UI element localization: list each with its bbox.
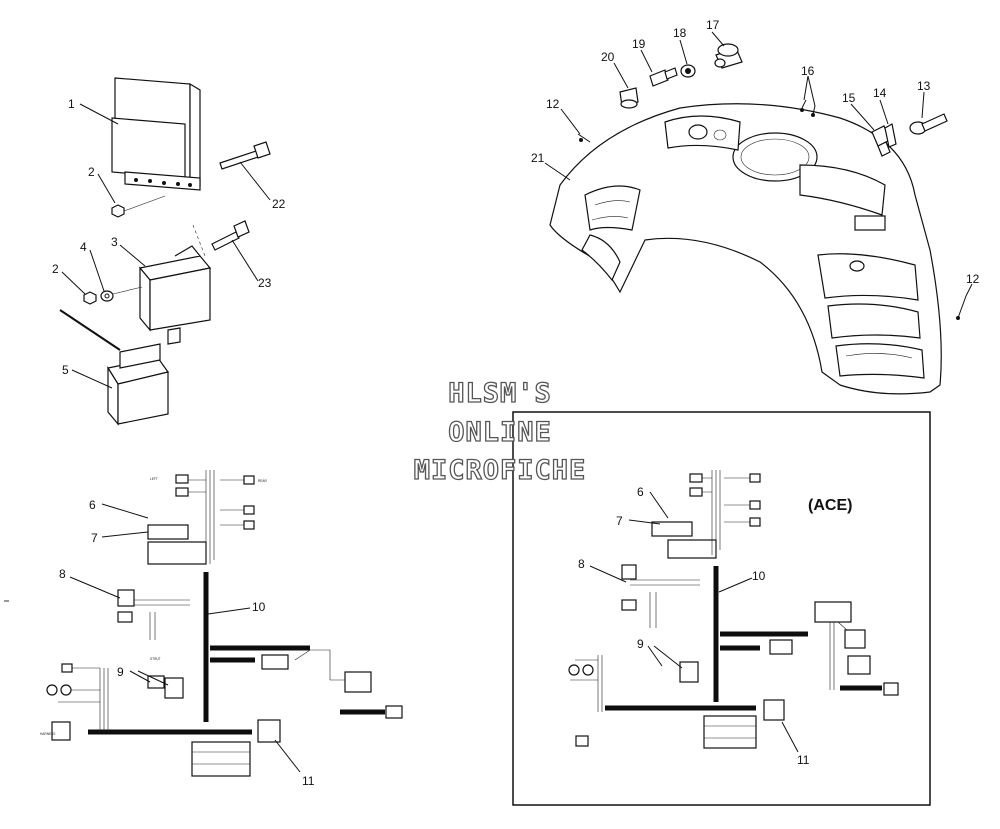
callout-8-left: 8 bbox=[59, 567, 66, 581]
svg-text:HARNESS: HARNESS bbox=[40, 732, 55, 736]
callout-13: 13 bbox=[917, 79, 931, 93]
part-16-screws bbox=[800, 99, 816, 117]
svg-text:LEFT: LEFT bbox=[150, 477, 158, 481]
callout-22: 22 bbox=[272, 197, 286, 211]
part-2-nut-upper bbox=[111, 204, 125, 218]
callout-10-left: 10 bbox=[252, 600, 266, 614]
watermark: HLSM'S ONLINE MICROFICHE bbox=[413, 377, 587, 486]
part-14-knob bbox=[884, 123, 897, 148]
svg-text:STRUT: STRUT bbox=[150, 657, 161, 661]
callout-11-left: 11 bbox=[302, 774, 315, 788]
part-19-key bbox=[649, 67, 678, 87]
callout-16: 16 bbox=[801, 64, 815, 78]
part-23-bolt bbox=[192, 220, 250, 257]
cdi-module-assembly: 1 2 22 4 3 2 23 5 bbox=[52, 77, 286, 426]
part-2-nut-lower bbox=[83, 291, 97, 305]
callout-17: 17 bbox=[706, 18, 720, 32]
part-12-screw-right bbox=[957, 295, 967, 319]
part-13-bulb bbox=[909, 113, 948, 135]
callout-21: 21 bbox=[531, 151, 545, 165]
callout-9-ace: 9 bbox=[637, 637, 644, 651]
svg-text:REAR: REAR bbox=[258, 479, 268, 483]
watermark-line-3: MICROFICHE bbox=[414, 455, 587, 486]
callout-12-right: 12 bbox=[966, 272, 980, 286]
callout-19: 19 bbox=[632, 37, 646, 51]
part-20-plug bbox=[619, 87, 639, 109]
callout-20: 20 bbox=[601, 50, 615, 64]
part-12-screw-top bbox=[577, 133, 591, 143]
callout-7-left: 7 bbox=[91, 531, 98, 545]
callout-3: 3 bbox=[111, 235, 118, 249]
callout-12-top: 12 bbox=[546, 97, 560, 111]
wiring-harness-standard: LEFT REAR HARNESS STRUT 6 7 8 9 10 11 bbox=[40, 470, 403, 788]
callout-6-left: 6 bbox=[89, 498, 96, 512]
callout-15: 15 bbox=[842, 91, 856, 105]
part-1-cdi-box bbox=[111, 77, 201, 191]
ace-frame bbox=[512, 411, 931, 806]
callout-23: 23 bbox=[258, 276, 272, 290]
callout-6-ace: 6 bbox=[637, 485, 644, 499]
watermark-line-1: HLSM'S bbox=[448, 378, 552, 409]
callout-2-upper: 2 bbox=[88, 165, 95, 179]
part-3-module bbox=[138, 245, 212, 345]
callout-1: 1 bbox=[68, 97, 75, 111]
callout-11-ace: 11 bbox=[797, 753, 810, 767]
callout-9-left: 9 bbox=[117, 665, 124, 679]
wiring-harness-ace: (ACE) bbox=[512, 411, 931, 806]
part-22-bolt bbox=[219, 141, 271, 170]
part-17-grommet bbox=[714, 43, 743, 69]
callout-10-ace: 10 bbox=[752, 569, 766, 583]
callout-14: 14 bbox=[873, 86, 887, 100]
callout-18: 18 bbox=[673, 26, 687, 40]
ace-variant-label: (ACE) bbox=[808, 497, 852, 514]
callout-8-ace: 8 bbox=[578, 557, 585, 571]
callout-5: 5 bbox=[62, 363, 69, 377]
watermark-line-2: ONLINE bbox=[448, 417, 552, 448]
callout-4: 4 bbox=[80, 240, 87, 254]
callout-2-lower: 2 bbox=[52, 262, 59, 276]
front-cowl-assembly: 12 21 20 19 18 17 16 15 14 13 12 bbox=[531, 18, 980, 395]
part-5-module-with-wire bbox=[59, 309, 170, 426]
callout-7-ace: 7 bbox=[616, 514, 623, 528]
